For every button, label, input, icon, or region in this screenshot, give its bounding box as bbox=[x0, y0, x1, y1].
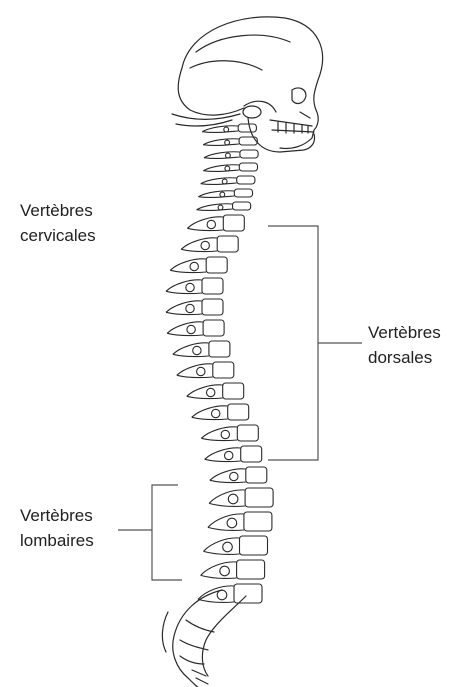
vertebra-body-dorsal bbox=[237, 425, 258, 441]
vertebra-body-dorsal bbox=[241, 446, 262, 462]
vertebra-facet-lumbar bbox=[220, 566, 230, 576]
vertebra-facet-dorsal bbox=[221, 430, 229, 438]
vertebra-process-cervical bbox=[198, 191, 234, 198]
vertebra-body-cervical bbox=[238, 124, 256, 132]
vertebra-body-dorsal bbox=[203, 320, 224, 336]
label-dorsal-line1: Vertèbres bbox=[368, 320, 441, 345]
vertebra-facet-cervical bbox=[222, 179, 227, 184]
vertebra-facet-dorsal bbox=[207, 388, 215, 396]
vertebra-facet-lumbar bbox=[227, 518, 237, 528]
vertebra-body-cervical bbox=[237, 176, 255, 184]
vertebra-process-dorsal bbox=[181, 238, 217, 252]
label-lumbar-line1: Vertèbres bbox=[20, 503, 94, 528]
vertebra-process-cervical bbox=[197, 204, 233, 211]
vertebra-body-dorsal bbox=[202, 299, 223, 315]
vertebra-body-lumbar bbox=[237, 560, 265, 579]
vertebra-facet-cervical bbox=[220, 192, 225, 197]
vertebra-process-cervical bbox=[203, 165, 239, 172]
label-cervical-line2: cervicales bbox=[20, 223, 96, 248]
vertebra-facet-dorsal bbox=[187, 325, 195, 333]
dorsal-bracket bbox=[268, 226, 362, 460]
vertebra-body-dorsal bbox=[217, 236, 238, 252]
vertebra-process-lumbar bbox=[208, 514, 244, 531]
vertebra-process-dorsal bbox=[166, 301, 202, 315]
vertebra-body-dorsal bbox=[246, 467, 267, 483]
vertebra-process-dorsal bbox=[167, 322, 203, 336]
vertebra-body-dorsal bbox=[213, 362, 234, 378]
vertebra-facet-dorsal bbox=[201, 241, 209, 249]
vertebra-body-cervical bbox=[234, 189, 252, 197]
brackets bbox=[118, 226, 362, 580]
vertebra-process-lumbar bbox=[209, 490, 245, 507]
vertebra-process-lumbar bbox=[201, 562, 237, 579]
vertebra-process-dorsal bbox=[205, 448, 241, 462]
vertebra-process-dorsal bbox=[201, 427, 237, 441]
label-dorsal-line2: dorsales bbox=[368, 345, 441, 370]
vertebral-column bbox=[166, 124, 273, 603]
vertebra-process-lumbar bbox=[203, 538, 239, 555]
label-dorsal-vertebrae: Vertèbres dorsales bbox=[368, 320, 441, 370]
lumbar-bracket bbox=[118, 485, 182, 580]
vertebra-process-cervical bbox=[203, 139, 239, 146]
vertebra-body-lumbar bbox=[244, 512, 272, 531]
vertebra-process-dorsal bbox=[166, 280, 202, 294]
vertebra-body-dorsal bbox=[228, 404, 249, 420]
vertebra-facet-dorsal bbox=[190, 262, 198, 270]
vertebra-process-dorsal bbox=[177, 364, 213, 378]
vertebra-facet-lumbar bbox=[223, 542, 233, 552]
vertebra-facet-dorsal bbox=[225, 451, 233, 459]
vertebra-process-dorsal bbox=[187, 217, 223, 231]
vertebra-process-cervical bbox=[204, 152, 240, 159]
vertebra-facet-dorsal bbox=[197, 367, 205, 375]
vertebra-process-dorsal bbox=[170, 259, 206, 273]
vertebra-body-dorsal bbox=[223, 383, 244, 399]
vertebra-process-dorsal bbox=[173, 343, 209, 357]
vertebra-process-dorsal bbox=[210, 469, 246, 483]
label-lumbar-line2: lombaires bbox=[20, 528, 94, 553]
vertebra-facet-cervical bbox=[225, 166, 230, 171]
label-cervical-vertebrae: Vertèbres cervicales bbox=[20, 198, 96, 248]
vertebra-body-dorsal bbox=[209, 341, 230, 357]
vertebra-body-cervical bbox=[240, 150, 258, 158]
vertebra-body-lumbar bbox=[245, 488, 273, 507]
vertebra-process-cervical bbox=[202, 126, 238, 133]
vertebra-facet-cervical bbox=[224, 127, 229, 132]
label-cervical-line1: Vertèbres bbox=[20, 198, 96, 223]
vertebra-facet-dorsal bbox=[193, 346, 201, 354]
vertebra-facet-dorsal bbox=[207, 220, 215, 228]
vertebra-body-cervical bbox=[233, 202, 251, 210]
vertebra-facet-lumbar bbox=[217, 590, 227, 600]
vertebra-facet-cervical bbox=[225, 140, 230, 145]
label-lumbar-vertebrae: Vertèbres lombaires bbox=[20, 503, 94, 553]
vertebra-body-dorsal bbox=[202, 278, 223, 294]
vertebra-facet-dorsal bbox=[186, 304, 194, 312]
vertebra-body-lumbar bbox=[234, 584, 262, 603]
vertebra-body-cervical bbox=[239, 163, 257, 171]
vertebra-body-dorsal bbox=[206, 257, 227, 273]
sacrum-coccyx bbox=[162, 590, 246, 687]
vertebra-facet-cervical bbox=[218, 205, 223, 210]
vertebra-facet-dorsal bbox=[186, 283, 194, 291]
vertebra-facet-dorsal bbox=[230, 472, 238, 480]
vertebra-process-dorsal bbox=[187, 385, 223, 399]
vertebra-process-lumbar bbox=[198, 586, 234, 603]
vertebra-facet-dorsal bbox=[212, 409, 220, 417]
vertebra-body-dorsal bbox=[223, 215, 244, 231]
vertebra-facet-lumbar bbox=[228, 494, 238, 504]
vertebra-body-lumbar bbox=[240, 536, 268, 555]
vertebra-facet-cervical bbox=[226, 153, 231, 158]
vertebra-process-dorsal bbox=[192, 406, 228, 420]
vertebra-process-cervical bbox=[201, 178, 237, 185]
